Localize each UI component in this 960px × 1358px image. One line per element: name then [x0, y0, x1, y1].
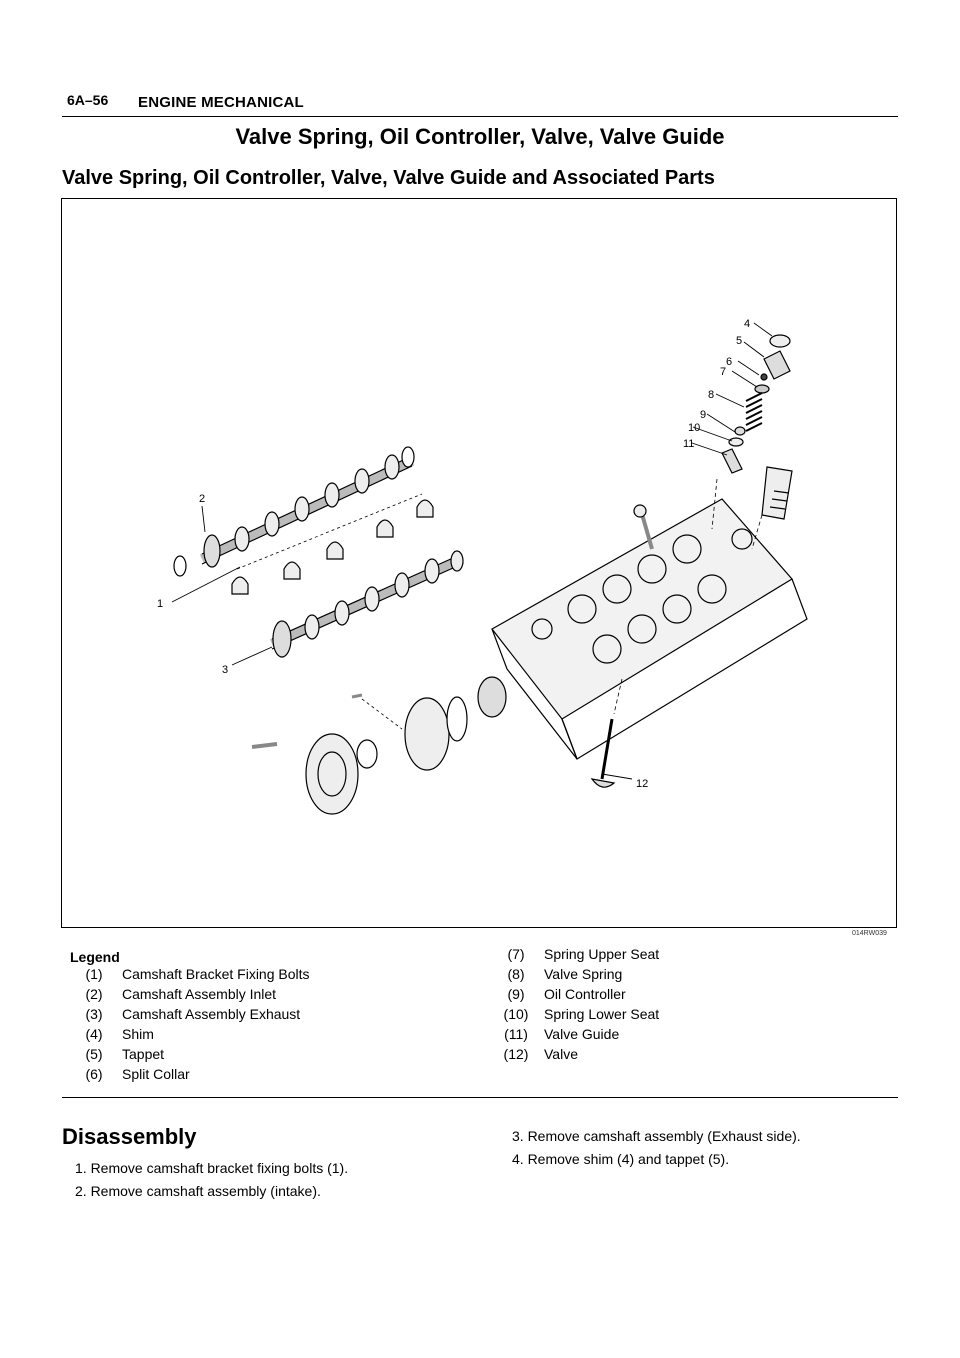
- callout-9: 9: [700, 409, 706, 421]
- exploded-diagram: 1 2 3 4 5 6 7 8 9 10 11 12: [61, 198, 897, 928]
- callout-6: 6: [726, 356, 732, 368]
- valve-drawing: [590, 678, 623, 788]
- head-bolt-drawing: [640, 513, 654, 550]
- intake-camshaft-drawing: [173, 446, 415, 577]
- callout-4: 4: [744, 318, 750, 330]
- disassembly-step-1: 1. Remove camshaft bracket fixing bolts …: [75, 1160, 349, 1176]
- cylinder-head-drawing: [491, 498, 808, 760]
- header-divider: [62, 116, 898, 117]
- legend-item: (12)Valve: [503, 1046, 578, 1062]
- disassembly-heading: Disassembly: [62, 1124, 197, 1149]
- legend-item: (1)Camshaft Bracket Fixing Bolts: [85, 966, 310, 982]
- legend-divider: [62, 1097, 898, 1098]
- section-title: ENGINE MECHANICAL: [138, 94, 304, 111]
- exhaust-camshaft-drawing: [269, 550, 465, 658]
- legend-item: (5)Tappet: [85, 1046, 165, 1062]
- callout-11: 11: [683, 438, 694, 450]
- legend-item: (7)Spring Upper Seat: [507, 946, 660, 962]
- legend-item: (6)Split Collar: [85, 1066, 190, 1082]
- callout-8: 8: [708, 389, 714, 401]
- legend-item: (3)Camshaft Assembly Exhaust: [85, 1006, 301, 1022]
- legend-item: (4)Shim: [85, 1026, 154, 1042]
- disassembly-step-2: 2. Remove camshaft assembly (intake).: [75, 1183, 321, 1199]
- legend-item: (9)Oil Controller: [507, 986, 626, 1002]
- legend-title: Legend: [70, 949, 120, 965]
- legend-item: (10)Spring Lower Seat: [503, 1006, 660, 1022]
- legend-item: (8)Valve Spring: [507, 966, 623, 982]
- timing-pulley-drawing: [251, 676, 507, 815]
- disassembly-step-4: 4. Remove shim (4) and tappet (5).: [512, 1151, 730, 1167]
- callout-7: 7: [720, 366, 726, 378]
- fuel-injector-drawing: [751, 466, 793, 550]
- disassembly-step-3: 3. Remove camshaft assembly (Exhaust sid…: [512, 1128, 801, 1144]
- callout-5: 5: [736, 335, 742, 347]
- legend-item: (11)Valve Guide: [504, 1026, 620, 1042]
- engine-parts-illustration: 1 2 3 4 5 6 7 8 9 10 11 12: [157, 318, 808, 815]
- callout-3: 3: [222, 664, 228, 676]
- page-title: Valve Spring, Oil Controller, Valve, Val…: [235, 124, 725, 149]
- legend-right-column: (7)Spring Upper Seat (8)Valve Spring (9)…: [496, 946, 660, 1066]
- callout-1: 1: [157, 598, 163, 610]
- legend-item: (2)Camshaft Assembly Inlet: [85, 986, 277, 1002]
- camshaft-brackets-drawing: [231, 493, 434, 595]
- figure-code: 014RW039: [852, 930, 887, 937]
- page-subtitle: Valve Spring, Oil Controller, Valve, Val…: [62, 167, 715, 189]
- callout-2: 2: [199, 493, 205, 505]
- callout-leaders: [171, 322, 773, 780]
- page-number: 6A–56: [67, 92, 109, 108]
- callout-12: 12: [636, 778, 648, 790]
- legend-left-column: (1)Camshaft Bracket Fixing Bolts (2)Cams…: [74, 966, 310, 1086]
- callout-10: 10: [688, 422, 700, 434]
